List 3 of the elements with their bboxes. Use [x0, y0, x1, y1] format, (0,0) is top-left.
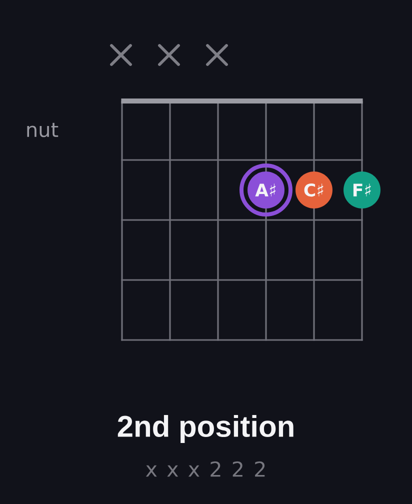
caption: 2nd position: [118, 415, 294, 443]
fingering-label: x x x 2 2 2: [146, 461, 265, 477]
nut-label: nut: [27, 122, 58, 138]
